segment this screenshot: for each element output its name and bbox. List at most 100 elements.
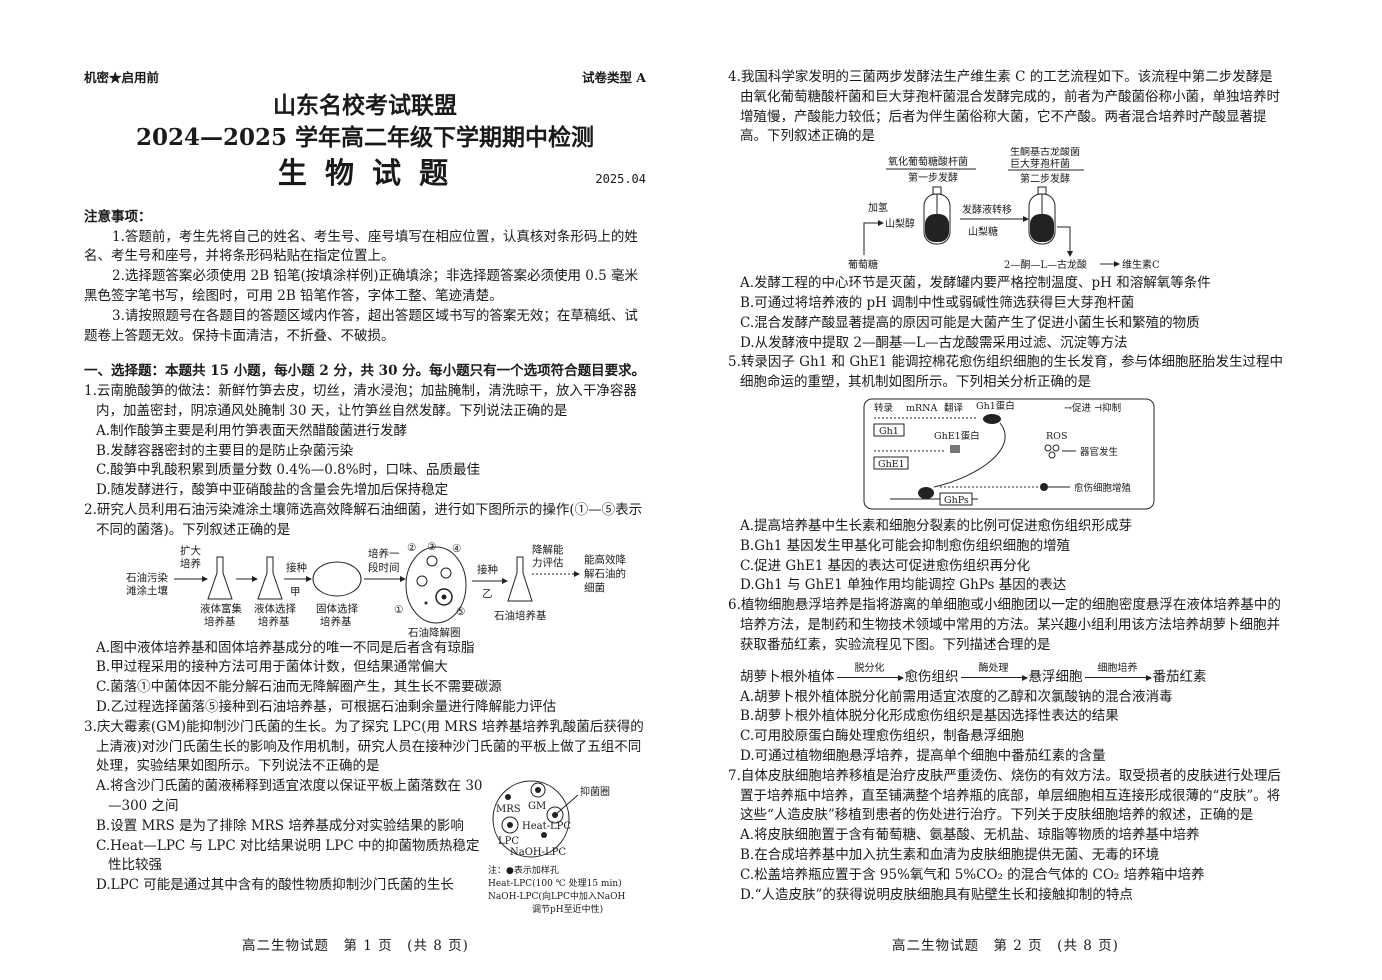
option-a: A.将含沙门氏菌的菌液稀释到适宜浓度以保证平板上菌落数在 30—300 之间 [96, 778, 483, 814]
culture-label: 培养一 [368, 547, 400, 560]
option-a: A.图中液体培养基和固体培养基成分的唯一不同是后者含有琼脂 [96, 639, 475, 656]
option-d: D.Gh1 与 GhE1 单独作用均能调控 GhPs 基因的表达 [740, 577, 1067, 594]
colony-3: ③ [427, 541, 437, 553]
step2-bacteria-2: 巨大芽孢杆菌 [1010, 157, 1070, 170]
gh1-protein-label: Gh1蛋白 [976, 400, 1015, 412]
option-b: B.在合成培养基中加入抗生素和血清为皮肤细胞提供无菌、无毒的环境 [740, 846, 1160, 863]
question-5-stem: 5.转录因子 Gh1 和 GhE1 能调控棉花愈伤组织细胞的生长发育，参与体细胞… [728, 354, 1284, 391]
flask2-label: 培养基 [258, 615, 290, 628]
option-b: B.胡萝卜根外植体脱分化形成愈伤组织是基因选择性表达的结果 [740, 708, 1119, 725]
soil-label: 滩涂土壤 [126, 584, 168, 597]
legend: →促进 ⊣抑制 [1064, 402, 1121, 414]
q5-mechanism-diagram: 转录 mRNA 翻译 Gh1蛋白 →促进 ⊣抑制 Gh1 GhE1蛋白 ROS … [863, 398, 1155, 510]
transfer-label: 发酵液转移 [962, 203, 1012, 216]
plate-icon [405, 546, 467, 624]
expand-label: 培养 [180, 557, 201, 570]
flow-arrow: 酶处理 [960, 663, 1028, 681]
vitamin-c-label: 维生素C [1122, 258, 1160, 271]
transcribe-label: 转录 [874, 402, 894, 414]
ghe1-gene: GhE1 [878, 459, 905, 470]
question-6-stem: 6.植物细胞悬浮培养是指将游离的单细胞或小细胞团以一定的细胞密度悬浮在液体培养基… [728, 597, 1281, 653]
flask-icon [507, 556, 533, 602]
subject-title: 生 物 试 题 [277, 155, 453, 190]
section-heading: 一、选择题：本题共 15 小题，每小题 2 分，共 30 分。每小题只有一个选项… [84, 363, 646, 380]
flow-step: 悬浮细胞 [1028, 668, 1083, 685]
header-row: 机密★启用前 试卷类型 A [84, 68, 646, 88]
oil-medium-label: 石油培养基 [494, 609, 547, 622]
page-1-footer: 高二生物试题 第 1 页 (共 8 页) [242, 938, 469, 954]
glucose-label: 葡萄糖 [848, 258, 878, 271]
exam-date: 2025.04 [595, 171, 646, 186]
flask1-label: 液体富集 [200, 602, 242, 615]
gh1-gene: Gh1 [879, 426, 899, 437]
inoculate-label: 接种 [286, 561, 307, 574]
product-label: 2—酮—L—古龙酸 [1004, 258, 1087, 271]
dish-label: 固体选择 [316, 602, 358, 615]
option-c: C.菌落①中菌体因不能分解石油而无降解圈产生，其生长不需要碳源 [96, 679, 502, 696]
result-label: 细菌 [584, 581, 605, 594]
option-c: C.酸笋中乳酸积累到质量分数 0.4%—0.8%时，口味、品质最佳 [96, 462, 481, 479]
jia-label: 甲 [290, 586, 301, 598]
option-c: C.松盖培养瓶应置于含 95%氧气和 5%CO₂ 的混合气体的 CO₂ 培养箱中… [740, 866, 1205, 883]
option-a: A.发酵工程的中心环节是灭菌，发酵罐内要严格控制温度、pH 和溶解氧等条件 [740, 275, 1211, 292]
paper-type: 试卷类型 A [581, 70, 646, 85]
callus-proliferation-label: 愈伤细胞增殖 [1074, 482, 1132, 494]
option-b: B.发酵容器密封的主要目的是防止杂菌污染 [96, 442, 354, 459]
fermenter-icon [923, 186, 951, 245]
flow-arrow-label: 脱分化 [854, 662, 885, 674]
mrs-label: MRS [496, 804, 521, 815]
note-item: 2.选择题答案必须使用 2B 铅笔(按填涂样例)正确填涂；非选择题答案必须使用 … [84, 268, 639, 304]
step2-label: 第二步发酵 [1020, 172, 1070, 185]
option-c: C.Heat—LPC 与 LPC 对比结果说明 LPC 中的抑菌物质热稳定性比较… [96, 837, 480, 874]
expand-label: 扩大 [180, 544, 201, 557]
question-4-stem: 4.我国科学家发明的三菌两步发酵法生产维生素 C 的工艺流程如下。该流程中第二步… [728, 69, 1280, 145]
note-line: 调节pH至近中性) [532, 903, 603, 915]
eval-label: 降解能 [532, 543, 564, 556]
soil-label: 石油污染 [126, 571, 168, 584]
page-2: 4.我国科学家发明的三菌两步发酵法生产维生素 C 的工艺流程如下。该流程中第二步… [728, 68, 1286, 905]
step1-bacteria: 氧化葡萄糖酸杆菌 [888, 155, 968, 168]
colony-2: ② [407, 542, 417, 554]
note-line: Heat-LPC(100 ℃ 处理15 min) [488, 877, 622, 889]
q6-flow: 胡萝卜根外植体脱分化愈伤组织酶处理悬浮细胞细胞培养番茄红素 [728, 663, 1286, 688]
option-d: D.可通过植物细胞悬浮培养，提高单个细胞中番茄红素的含量 [740, 747, 1106, 764]
page-1: 机密★启用前 试卷类型 A 山东名校考试联盟 2024—2025 学年高二年级下… [84, 68, 646, 915]
question-1-stem: 1.云南脆酸笋的做法：新鲜竹笋去皮，切丝，清水浸泡；加盐腌制，清洗晾干，放入干净… [84, 383, 637, 419]
yi-label: 乙 [482, 588, 493, 600]
diagram-frame [863, 398, 1155, 510]
heat-lpc-label: Heat-LPC [522, 821, 571, 832]
note-line: 注：●表示加样孔 [488, 864, 559, 876]
flow-step: 胡萝卜根外植体 [740, 668, 835, 685]
question-3-stem: 3.庆大霉素(GM)能抑制沙门氏菌的生长。为了探究 LPC(用 MRS 培养基培… [84, 718, 644, 775]
option-b: B.可通过将培养液的 pH 调制中性或弱碱性筛选获得巨大芽孢杆菌 [740, 294, 1135, 311]
result-label: 解石油的 [584, 567, 626, 580]
question-2-stem: 2.研究人员利用石油污染滩涂土壤筛选高效降解石油细菌，进行如下图所示的操作(①—… [84, 501, 643, 538]
flow-step: 愈伤组织 [904, 668, 959, 685]
hydrogenation-label: 加氢 [868, 201, 888, 214]
confidential-label: 机密★启用前 [84, 70, 160, 85]
translate-label: 翻译 [944, 403, 964, 414]
option-a: A.将皮肤细胞置于含有葡萄糖、氨基酸、无机盐、琼脂等物质的培养基中培养 [740, 827, 1200, 844]
step1-label: 第一步发酵 [908, 171, 958, 184]
question-7-stem: 7.自体皮肤细胞培养移植是治疗皮肤严重烫伤、烧伤的有效方法。取受损者的皮肤进行处… [728, 767, 1281, 824]
option-c: C.混合发酵产酸显著提高的原因可能是大菌产生了促进小菌生长和繁殖的物质 [740, 314, 1200, 331]
exam-org: 山东名校考试联盟 [273, 91, 457, 119]
q2-diagram: 石油污染 滩涂土壤 扩大 培养 液体富集 培养基 液体选择 培养基 接种 甲 固… [126, 541, 626, 639]
ghps-gene: GhPs [944, 495, 969, 506]
ros-label: ROS [1046, 431, 1067, 442]
flask2-label: 液体选择 [254, 602, 296, 615]
lpc-label: LPC [498, 836, 519, 847]
option-b: B.甲过程采用的接种方法可用于菌体计数，但结果通常偏大 [96, 659, 448, 676]
degradation-circle-label: 石油降解圈 [408, 626, 461, 639]
option-a: A.胡萝卜根外植体脱分化前需用适宜浓度的乙醇和次氯酸钠的混合液消毒 [740, 688, 1173, 705]
subject-row: 生 物 试 题 2025.04 [84, 154, 646, 194]
inoculate-label: 接种 [477, 563, 498, 576]
note-line: NaOH-LPC(向LPC中加入NaOH [488, 890, 625, 902]
ghe1-protein-label: GhE1蛋白 [934, 430, 980, 442]
note-item: 3.请按照题号在各题目的答题区域内作答，超出答题区域书写的答案无效；在草稿纸、试… [84, 307, 638, 344]
flow-arrow: 脱分化 [836, 663, 904, 681]
option-d: D.随发酵进行，酸笋中亚硝酸盐的含量会先增加后保持稳定 [96, 482, 449, 499]
mrna-label: mRNA [906, 403, 937, 414]
option-d: D.LPC 可能是通过其中含有的酸性物质抑制沙门氏菌的生长 [96, 877, 454, 894]
option-d: D.“人造皮肤”的获得说明皮肤细胞具有贴壁生长和接触抑制的特点 [740, 886, 1133, 903]
